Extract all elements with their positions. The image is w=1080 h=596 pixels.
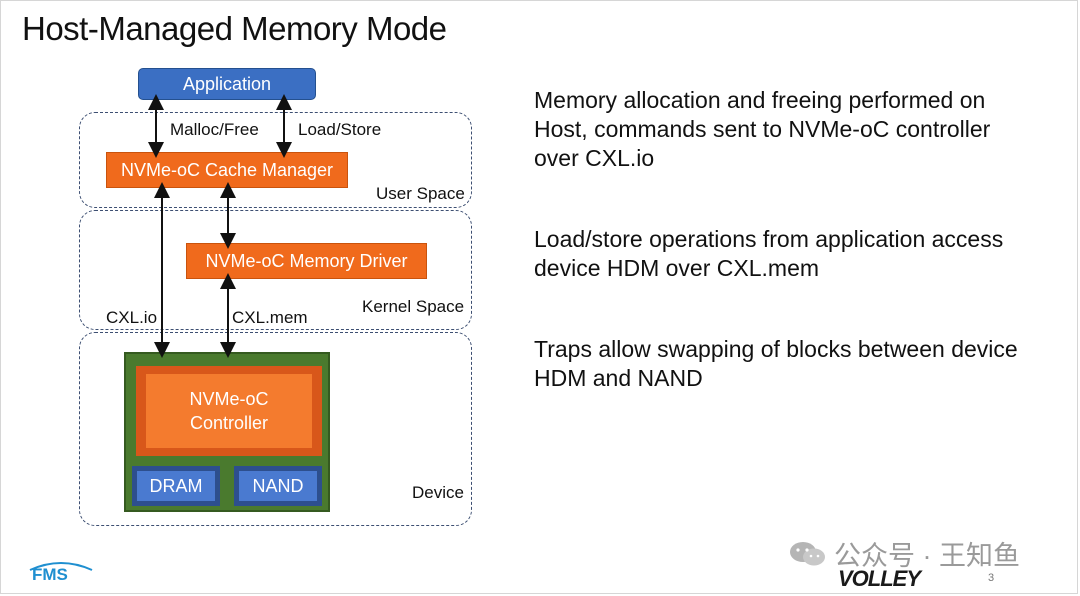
dram-chip: DRAM <box>132 466 220 506</box>
user-space-region <box>79 112 472 208</box>
fms-logo: FMS <box>26 550 96 591</box>
watermark-text: 公众号 · 王知鱼 <box>834 541 1020 571</box>
device-label: Device <box>410 483 466 503</box>
controller-label-line2: Controller <box>189 413 268 433</box>
wechat-icon <box>790 541 825 565</box>
memory-driver-box: NVMe-oC Memory Driver <box>186 243 427 279</box>
page-number: 3 <box>988 572 995 584</box>
watermark: 公众号 · 王知鱼 <box>788 534 1020 573</box>
bullet-list: Memory allocation and freeing performed … <box>534 86 1034 445</box>
cache-manager-box: NVMe-oC Cache Manager <box>106 152 348 188</box>
bullet-item: Memory allocation and freeing performed … <box>534 87 991 171</box>
device-region <box>79 332 472 526</box>
dram-label: DRAM <box>137 471 215 501</box>
bullet-item: Traps allow swapping of blocks between d… <box>534 336 1018 391</box>
cxl-io-label: CXL.io <box>106 308 158 327</box>
kernel-space-label: Kernel Space <box>360 297 467 317</box>
controller-label-line1: NVMe-oC <box>189 389 269 409</box>
nvme-oc-controller-box: NVMe-oC Controller <box>146 374 312 448</box>
slide-title: Host-Managed Memory Mode <box>22 10 447 47</box>
nand-label: NAND <box>239 471 317 501</box>
load-store-label: Load/Store <box>298 120 382 139</box>
nand-chip: NAND <box>234 466 322 506</box>
fms-logo-text: FMS <box>32 565 68 584</box>
bullet-item: Load/store operations from application a… <box>534 226 1004 281</box>
malloc-free-label: Malloc/Free <box>170 120 259 139</box>
application-box: Application <box>138 68 316 100</box>
volley-logo: VOLLEY <box>838 566 921 591</box>
cxl-mem-label: CXL.mem <box>232 308 308 327</box>
user-space-label: User Space <box>374 184 467 204</box>
kernel-space-region <box>79 210 472 330</box>
